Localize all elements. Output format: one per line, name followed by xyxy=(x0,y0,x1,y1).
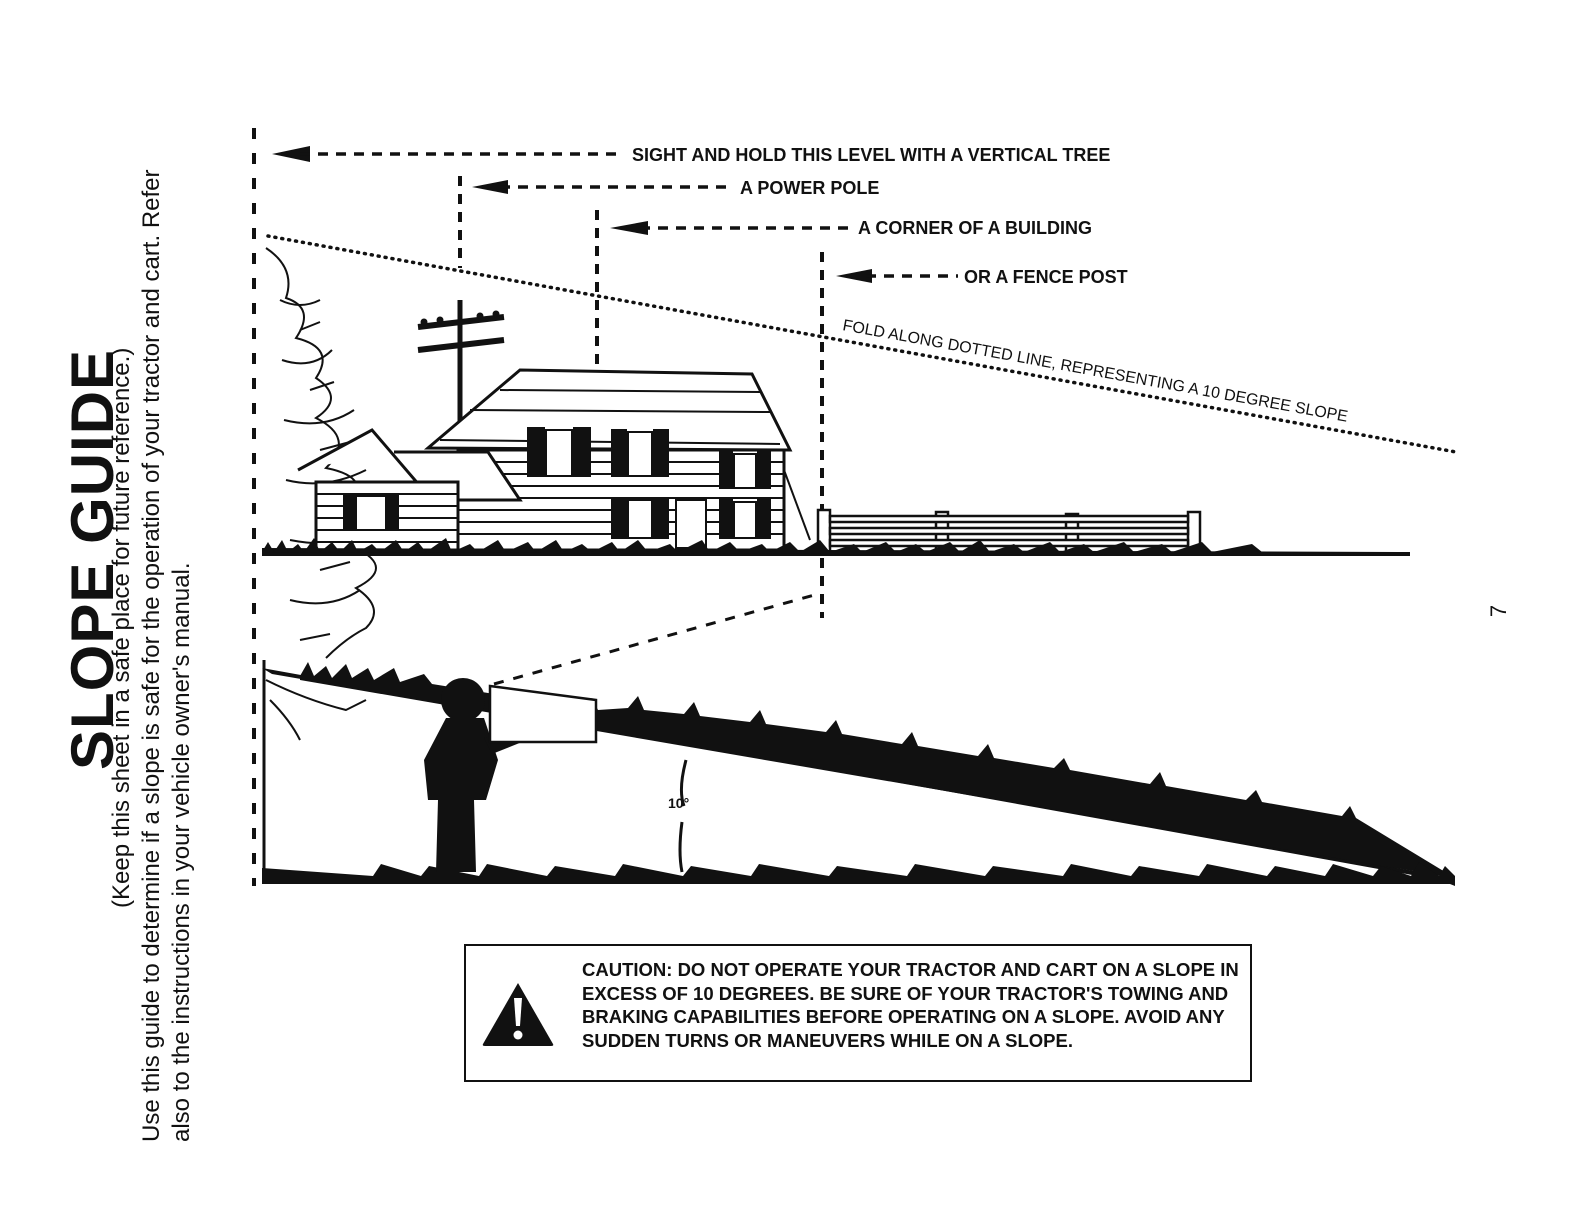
fold-label: FOLD ALONG DOTTED LINE, REPRESENTING A 1… xyxy=(841,317,1349,425)
fence-post-label: OR A FENCE POST xyxy=(964,267,1128,287)
building-arrow xyxy=(610,221,852,235)
angle-label: 10° xyxy=(668,795,689,811)
angle-arc-bottom xyxy=(680,822,682,872)
building-label: A CORNER OF A BUILDING xyxy=(858,218,1092,238)
caution-text: CAUTION: DO NOT OPERATE YOUR TRACTOR AND… xyxy=(582,958,1242,1052)
fence-post-arrow xyxy=(836,269,958,283)
sight-label: SIGHT AND HOLD THIS LEVEL WITH A VERTICA… xyxy=(632,145,1110,165)
warning-triangle-icon xyxy=(480,980,556,1048)
tree-illustration xyxy=(264,248,380,880)
power-pole-arrow xyxy=(472,180,732,194)
house-illustration xyxy=(298,370,810,550)
power-pole-label: A POWER POLE xyxy=(740,178,879,198)
caution-box: CAUTION: DO NOT OPERATE YOUR TRACTOR AND… xyxy=(464,944,1252,1082)
sight-arrow xyxy=(272,146,622,162)
